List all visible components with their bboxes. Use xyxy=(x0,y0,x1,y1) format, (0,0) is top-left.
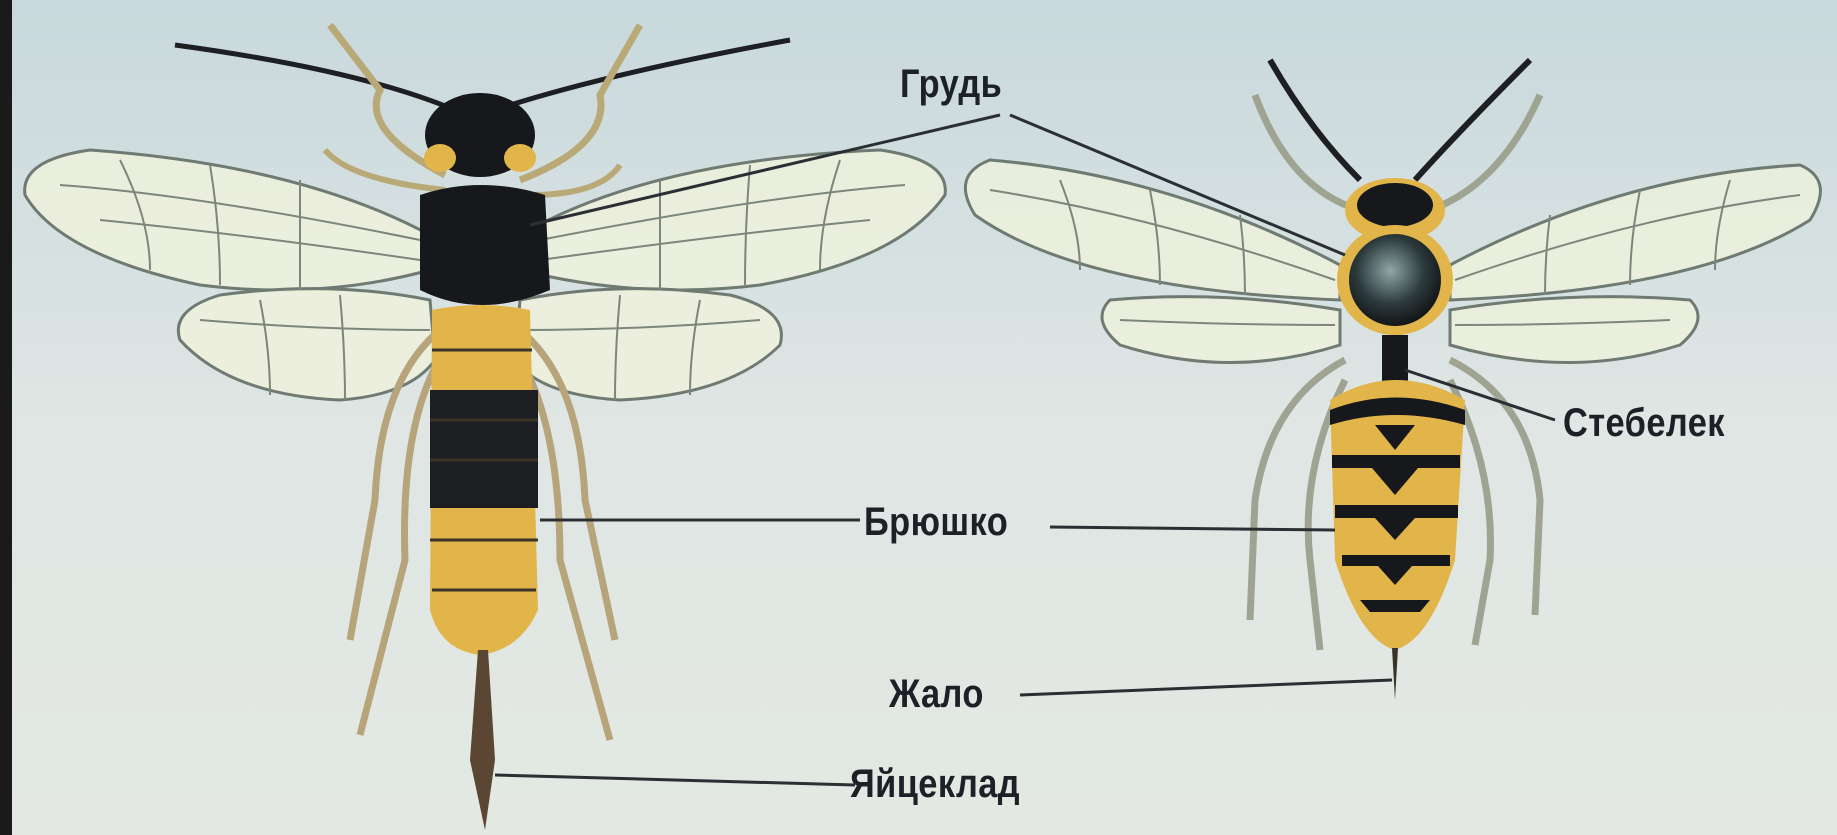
label-yaytseklad: Яйцеклад xyxy=(850,764,1020,804)
label-grud: Грудь xyxy=(900,64,1002,104)
label-bryushko: Брюшко xyxy=(864,502,1008,542)
label-zhalo: Жало xyxy=(889,674,984,714)
label-stebelek: Стебелек xyxy=(1563,403,1725,443)
